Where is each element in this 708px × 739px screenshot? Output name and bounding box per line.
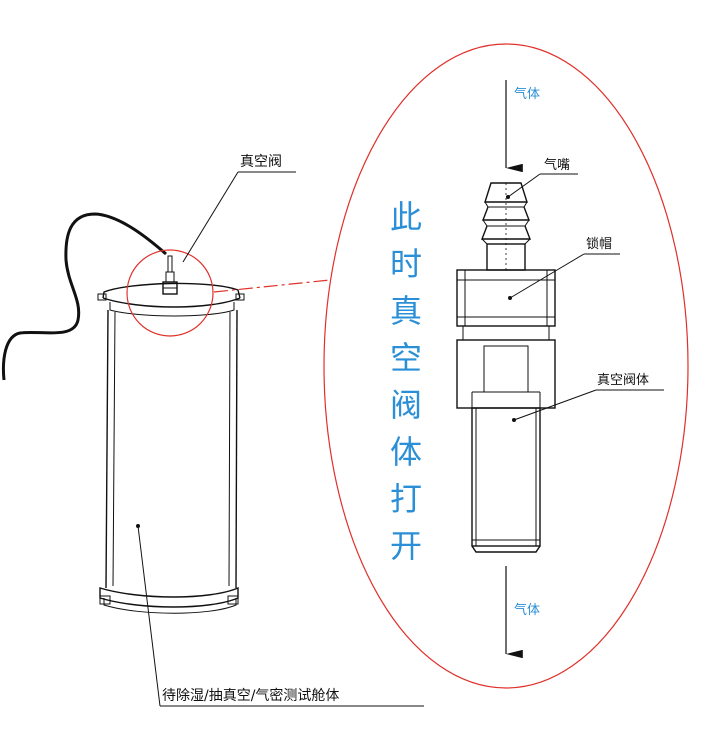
detail-ellipse xyxy=(323,43,689,689)
vchar-5: 体 xyxy=(390,433,422,471)
test-chamber xyxy=(97,255,245,614)
label-chamber: 待除湿/抽真空/气密测试舱体 xyxy=(162,687,339,704)
label-gas-nozzle: 气嘴 xyxy=(544,157,570,173)
vchar-4: 阀 xyxy=(390,386,422,424)
label-valve-body: 真空阀体 xyxy=(597,373,649,388)
zoom-circle xyxy=(126,249,214,337)
label-vacuum-valve: 真空阀 xyxy=(240,154,282,170)
vchar-7: 开 xyxy=(390,527,422,565)
vchar-3: 空 xyxy=(390,339,422,377)
hose xyxy=(1,212,167,381)
vchar-2: 真 xyxy=(390,292,422,330)
vertical-caption: 此 时 真 空 阀 体 打 开 xyxy=(390,198,422,565)
label-gas-top: 气体 xyxy=(514,86,540,102)
label-gas-bottom: 气体 xyxy=(514,602,540,618)
zoom-connector xyxy=(213,279,331,293)
valve-assembly xyxy=(456,182,556,553)
label-lock-cap: 锁帽 xyxy=(586,236,612,252)
vchar-6: 打 xyxy=(390,480,422,518)
vchar-1: 时 xyxy=(390,245,422,283)
vchar-0: 此 xyxy=(390,198,422,236)
